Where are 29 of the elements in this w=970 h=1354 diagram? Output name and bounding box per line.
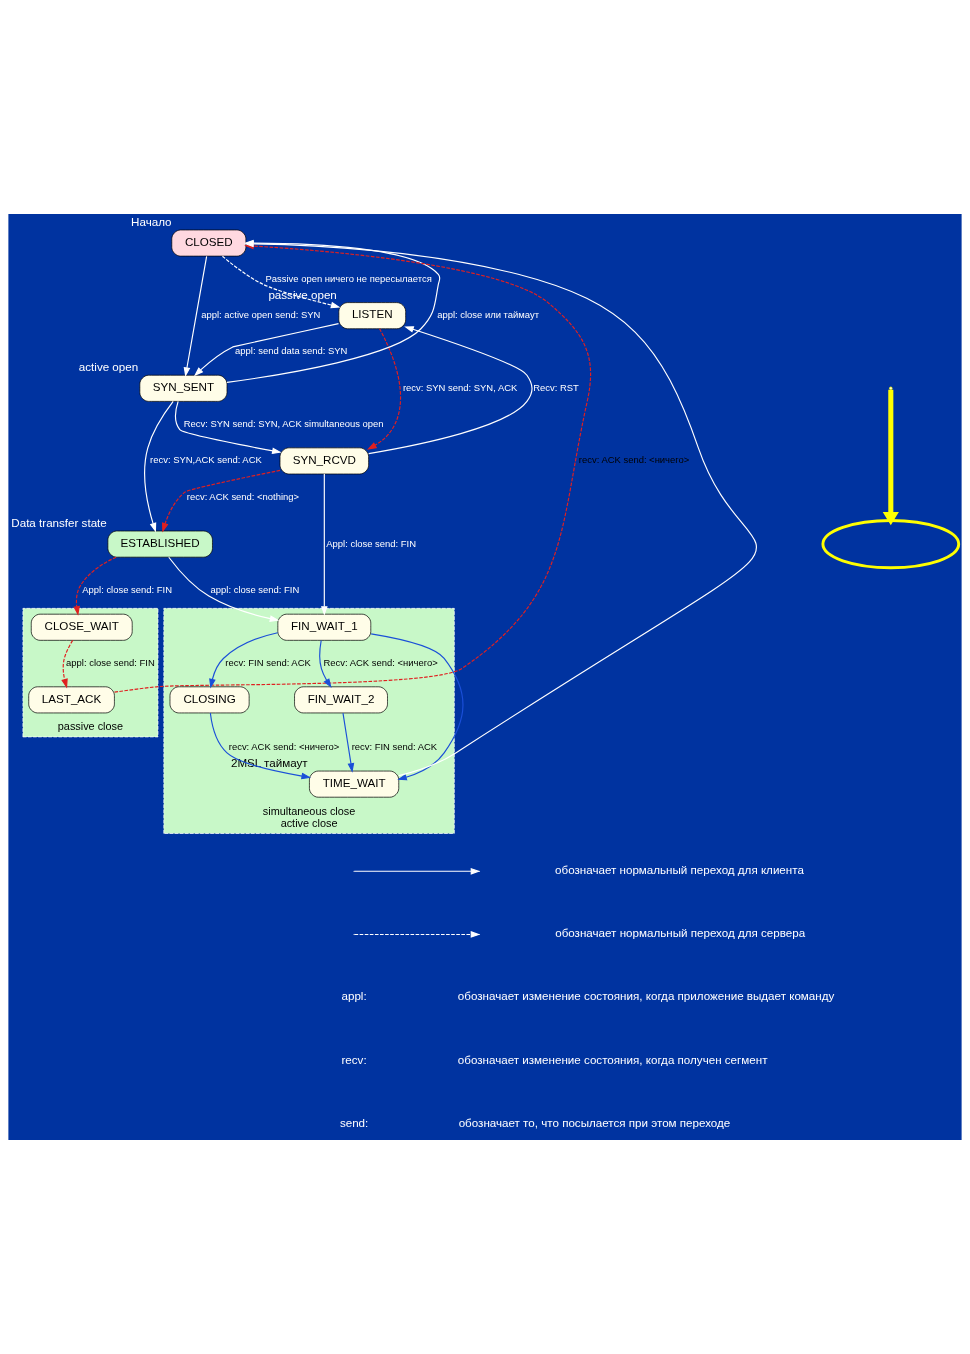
edge-label: Appl: close send: FIN [82,584,172,596]
edge-label: appl: send data send: SYN [235,345,348,357]
label: appl: [341,989,367,1003]
edge-label: appl: close send: FIN [66,657,155,669]
label: обозначает изменение состояния, когда получен сегмент [457,1052,768,1066]
edge-label: Recv: RST [533,381,579,393]
edge-label: appl: active open send: SYN [201,309,321,321]
legend-label: обозначает нормальный переход для сервера [555,926,806,940]
label: обозначает изменение состояния, когда приложение выдает команду [457,989,835,1003]
edge-label: recv: FIN send: ACK [351,741,438,753]
node-label: Начало [131,215,172,229]
node-label: active open [78,360,139,374]
label: send: [339,1115,369,1129]
edge-label: recv: ACK send: <ничего> [578,454,690,466]
label: обозначает то, что посылается при этом переходе [458,1115,731,1129]
legend-label: обозначает нормальный переход для клиента [555,863,804,877]
edge-label: Appl: close send: FIN [326,537,417,549]
edge-label: Recv: ACK send: <ничего> [323,657,438,669]
edge-label: recv: SYN send: SYN, ACK [402,381,518,393]
edge-label: Recv: SYN send: SYN, ACK simultaneous open [183,418,384,430]
edge-label: recv: ACK send: <nothing> [186,490,300,502]
edge-label: appl: close или таймаут [437,309,539,321]
edge-label: recv: SYN,ACK send: ACK [150,454,262,466]
edge-label: recv: ACK send: <ничего> [228,741,340,753]
label: recv: [341,1052,367,1066]
edge-label: appl: close send: FIN [210,584,300,596]
edge-label: Passive open ничего не пересылается [265,272,432,284]
node-label: Data transfer state [11,516,107,530]
edge-label: recv: FIN send: ACK [225,657,311,669]
